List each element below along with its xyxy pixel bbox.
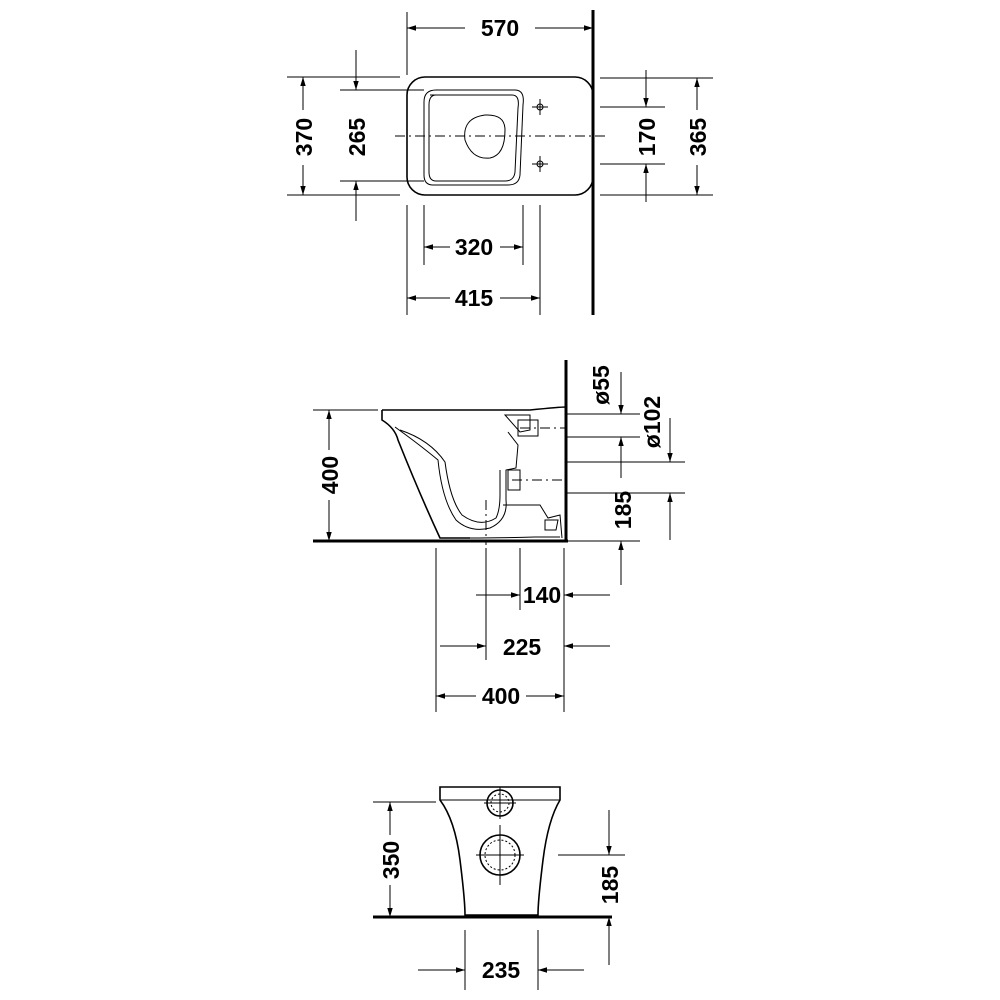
bowl-outline-side [381,410,470,539]
dim-570: 570 [481,15,519,41]
bowl-inner-top [423,89,524,186]
outlet-shape-top [464,114,506,159]
bowl-inner-rim [428,94,519,182]
fixing-point-lower [532,156,548,172]
dim-365: 365 [685,118,711,157]
dim-400-length: 400 [482,683,520,709]
front-view: 350 185 235 [373,786,625,990]
dim-140: 140 [523,582,561,608]
dim-415: 415 [455,285,494,311]
dim-225: 225 [503,634,542,660]
side-view: 400 ø55 ø102 185 140 225 400 [313,360,685,712]
dim-370: 370 [291,118,317,156]
dim-320: 320 [455,234,493,260]
dim-dia-55: ø55 [588,365,614,405]
dim-235: 235 [482,957,521,983]
dim-400-height: 400 [317,456,343,494]
dim-185-front: 185 [597,866,623,905]
dim-185-side: 185 [610,491,636,530]
dim-350: 350 [378,841,404,879]
bowl-outline-front [439,786,561,916]
fixing-point-upper [532,99,548,115]
dim-170: 170 [634,118,660,156]
top-view: 570 370 265 170 365 320 [287,10,713,315]
dim-dia-102: ø102 [639,396,665,448]
bowl-outline-top [406,76,594,196]
inlet-hole [484,787,516,819]
dim-265: 265 [344,118,370,157]
outlet-hole [476,825,524,885]
